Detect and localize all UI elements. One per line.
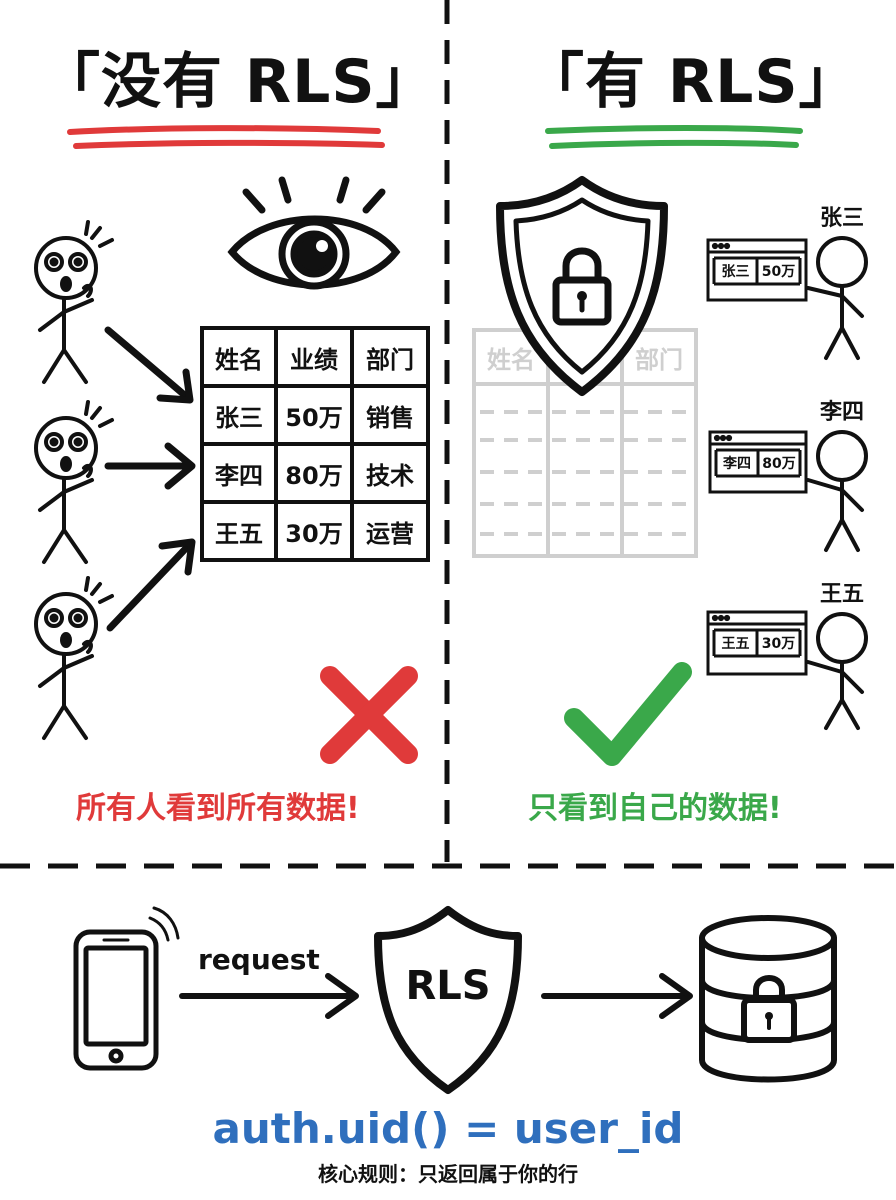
rls-shield-label: RLS [405, 963, 491, 1009]
right-caption: 只看到自己的数据! [528, 791, 782, 826]
left-title-underline [67, 125, 385, 149]
rls-shield-icon [374, 906, 522, 1094]
table-header: 业绩 [290, 345, 338, 374]
faded-table-header: 部门 [635, 345, 683, 374]
table-cell: 销售 [366, 403, 414, 432]
data-table: 姓名 业绩 部门 张三 50万 销售 李四 80万 技术 王五 30万 运营 [202, 328, 428, 560]
table-cell: 王五 [215, 519, 263, 548]
formula: auth.uid() = user_id [212, 1104, 684, 1153]
person-icon [806, 236, 868, 360]
person-icon [806, 612, 868, 730]
user-name-label: 张三 [820, 206, 865, 231]
table-cell: 技术 [366, 461, 414, 490]
browser-window-icon [706, 610, 808, 676]
mini-row-cell: 李四 [723, 456, 751, 472]
table-header: 部门 [366, 345, 414, 374]
browser-window-icon [708, 430, 808, 494]
table-cell: 李四 [215, 461, 263, 490]
table-cell: 50万 [285, 403, 343, 432]
right-title-underline [545, 125, 803, 149]
faded-table-header: 姓名 [487, 345, 535, 374]
table-cell: 张三 [215, 403, 263, 432]
mini-row-cell: 张三 [721, 264, 750, 280]
arrow-icon [104, 326, 196, 632]
surprised-person-icon [34, 576, 114, 740]
left-title: 「没有 RLS」 [40, 47, 437, 117]
faded-table-grid [472, 328, 698, 558]
person-icon [806, 430, 868, 552]
browser-window-icon [706, 238, 808, 302]
table-cell: 80万 [285, 461, 343, 490]
surprised-person-icon [34, 400, 114, 564]
shield-lock-icon [496, 176, 668, 396]
flow-arrow-icon [179, 973, 359, 1019]
left-caption: 所有人看到所有数据! [76, 791, 360, 826]
flow-arrow-icon [541, 973, 693, 1019]
mini-row-cell: 80万 [762, 456, 796, 472]
user-name-label: 王五 [820, 582, 865, 607]
table-header: 姓名 [215, 345, 263, 374]
request-label: request [198, 943, 320, 976]
cross-icon [320, 666, 418, 764]
table-cell: 30万 [285, 519, 343, 548]
eye-icon [227, 176, 401, 290]
right-title: 「有 RLS」 [524, 47, 860, 117]
table-cell: 运营 [366, 519, 414, 548]
mini-row-cell: 王五 [721, 636, 750, 652]
core-rule: 核心规则：只返回属于你的行 [318, 1162, 578, 1186]
user-name-label: 李四 [820, 400, 865, 425]
surprised-person-icon [34, 220, 114, 384]
data-table-grid [200, 326, 430, 562]
checkmark-icon [564, 662, 692, 766]
database-lock-icon [699, 915, 837, 1083]
mini-row-cell: 30万 [761, 636, 796, 652]
phone-icon [73, 906, 180, 1071]
mini-row-cell: 50万 [761, 264, 796, 280]
